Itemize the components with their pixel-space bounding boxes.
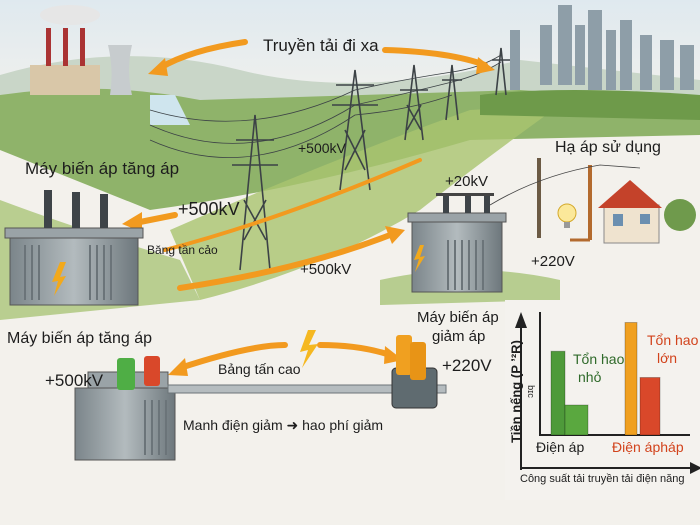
house-supply [489,158,696,244]
city-skyline [510,5,694,90]
step-down-transformer-bottom [391,335,438,409]
step-up-transformer-top [4,190,144,306]
group-label-2: Điện ápháp [612,439,684,455]
flow-arrows [137,39,488,371]
step-up-label-top: Máy biến áp tăng áp [25,159,180,178]
lightning-icon [300,330,318,368]
step-up-label-bottom: Máy biến áp tăng áp [7,330,152,347]
bar-1-1 [550,350,566,436]
group-label-1: Điện áp [536,439,585,455]
note-large-loss-1: Tổn hao [647,332,699,348]
step-up-voltage-bottom: +500kV [45,371,104,390]
note-small-loss-1: Tổn hao [573,351,625,367]
bar-2-2 [639,377,661,436]
step-down-label-line1: Máy biến áp [417,309,499,326]
band-label-top: Băng tần cảo [147,243,218,257]
lightning-icon [52,262,66,296]
note-small-loss-2: nhỏ [578,369,602,385]
chart-x-label: Công suất tải truyền tải điện năng [520,473,685,485]
band-label-bottom: Bảng tấn cao [218,361,301,377]
distribution-transformer [407,193,507,293]
note-large-loss-2: lớn [657,350,678,366]
transmission-far-label: Truyền tải đi xa [263,36,379,55]
arrow-heads [122,57,495,376]
city-trees [480,90,700,120]
distribution-voltage: +20kV [445,173,488,190]
green-cylinder [117,358,135,390]
step-down-label-line2: giảm áp [432,328,486,345]
tower-voltage-label: +500kV [298,140,346,156]
lower-arrow-voltage: +500kV [300,261,352,278]
bar-2-1 [624,322,638,436]
chart-y-label: Tiền nếng (P ʼ²R) [508,340,524,443]
chart-background [505,300,700,500]
power-plant [30,5,190,125]
red-cylinder [144,356,160,386]
current-note: Manh điện giảm ➜ hao phí giảm [183,417,384,433]
loss-chart [505,300,700,500]
house-voltage: +220V [531,253,575,270]
step-down-use-label: Hạ áp sử dụng [555,139,661,156]
transmission-line-bar [167,384,447,394]
step-up-voltage-top: +500kV [178,199,240,219]
bar-1-2 [564,404,589,436]
step-up-transformer-bottom [74,356,176,461]
transmission-towers [149,47,510,271]
lightning-icon [414,245,425,272]
chart-mirrored-tick: ɔɪq [524,385,535,398]
light-bulb-icon [557,203,577,223]
step-down-voltage: +220V [442,356,492,375]
